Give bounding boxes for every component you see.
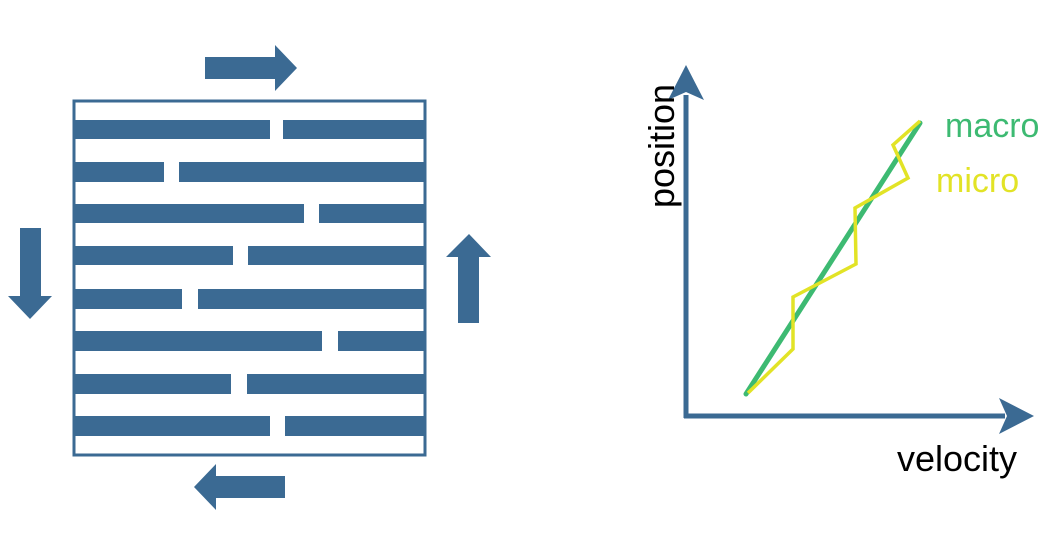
right-shear-arrow-icon bbox=[446, 234, 491, 323]
layer-row bbox=[75, 416, 424, 436]
layer-segment bbox=[179, 162, 424, 182]
layer-row bbox=[75, 374, 424, 394]
layer-segment bbox=[285, 416, 424, 436]
layer-segment bbox=[247, 374, 424, 394]
layer-row bbox=[75, 246, 424, 265]
layer-row bbox=[75, 289, 424, 309]
y-axis-arrow-icon bbox=[668, 65, 704, 100]
layer-segment bbox=[75, 289, 182, 309]
y-axis-label: position bbox=[641, 84, 682, 208]
layer-row bbox=[75, 331, 424, 351]
macro-label: macro bbox=[945, 107, 1039, 145]
layered-structure bbox=[72, 99, 427, 457]
layer-row bbox=[75, 120, 424, 139]
top-shear-arrow-icon bbox=[205, 45, 297, 91]
layer-segment bbox=[75, 374, 231, 394]
left-shear-arrow-icon bbox=[8, 228, 52, 319]
structure-outline bbox=[72, 99, 427, 457]
bottom-shear-arrow-icon bbox=[194, 464, 285, 510]
layer-segment bbox=[75, 246, 233, 265]
shear-arrows bbox=[8, 45, 491, 510]
layer-segment bbox=[248, 246, 424, 265]
layer-segment bbox=[198, 289, 424, 309]
layer-segment bbox=[75, 416, 270, 436]
layer-segment bbox=[283, 120, 424, 139]
layer-segment bbox=[75, 162, 164, 182]
layer-segment bbox=[75, 204, 304, 223]
x-axis-arrow-icon bbox=[999, 398, 1034, 434]
layer-row bbox=[75, 204, 424, 223]
layer-segment bbox=[319, 204, 424, 223]
layer-segment bbox=[338, 331, 424, 351]
micro-series-line bbox=[746, 119, 922, 395]
layer-segment bbox=[75, 331, 322, 351]
plot: macro micro position velocity bbox=[641, 65, 1039, 479]
layer-segment bbox=[75, 120, 270, 139]
layer-row bbox=[75, 162, 424, 182]
macro-series-line bbox=[743, 120, 923, 397]
micro-label: micro bbox=[936, 162, 1019, 200]
x-axis-label: velocity bbox=[897, 438, 1017, 479]
